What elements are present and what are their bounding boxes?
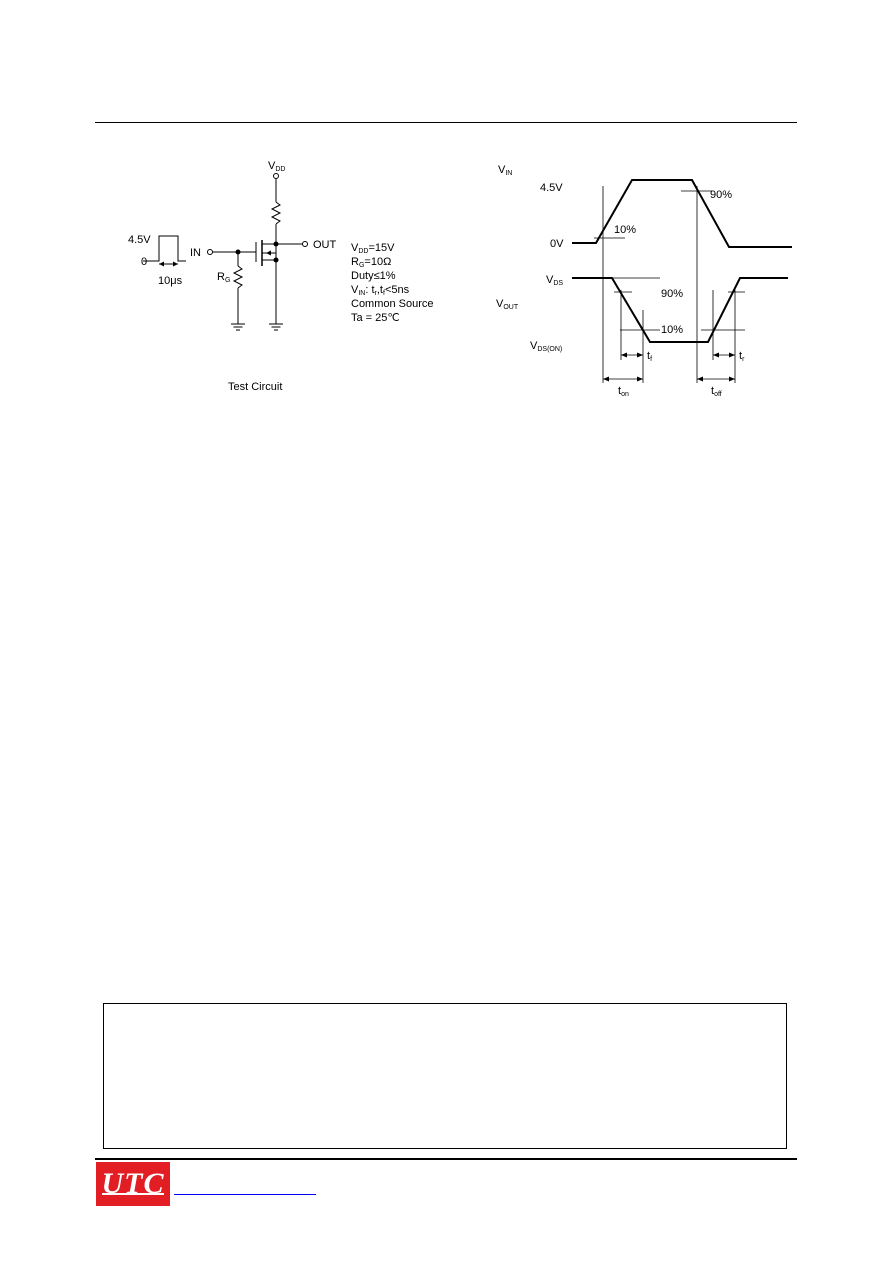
footer-rule	[95, 1158, 797, 1160]
tr-label: tr	[739, 350, 745, 363]
condition-ta: Ta = 25℃	[351, 312, 400, 324]
condition-duty: Duty≤1%	[351, 270, 396, 282]
condition-vin: VIN: tr,tf<5ns	[351, 284, 410, 297]
drain-resistor	[270, 201, 282, 225]
level-low-label: 0V	[550, 238, 564, 250]
in-terminal	[207, 249, 213, 255]
vdd-terminal	[273, 173, 279, 179]
in-label: IN	[190, 247, 201, 259]
rg-label: RG	[217, 271, 230, 284]
level-high-label: 4.5V	[540, 182, 563, 194]
vout-90pct-label: 90%	[661, 288, 683, 300]
condition-vdd: VDD=15V	[351, 242, 395, 255]
test-circuit-schematic: VDD IN OUT RG 4.5V 0 10μs VDD=15V RG=10Ω…	[128, 160, 434, 393]
gate-resistor	[232, 265, 244, 289]
pulse-high-label: 4.5V	[128, 234, 151, 246]
out-terminal	[302, 241, 308, 247]
vin-waveform	[572, 179, 792, 248]
test-circuit-caption: Test Circuit	[228, 381, 282, 393]
vout-axis-label: VOUT	[496, 298, 519, 311]
condition-source: Common Source	[351, 298, 434, 310]
vout-10pct-label: 10%	[661, 324, 683, 336]
website-link[interactable]	[174, 1194, 316, 1195]
ground-symbol-left	[231, 323, 245, 331]
vdson-label: VDS(ON)	[530, 340, 562, 353]
disclaimer-box	[103, 1003, 787, 1149]
vds-label: VDS	[546, 274, 563, 287]
tf-label: tf	[647, 350, 652, 363]
out-label: OUT	[313, 239, 337, 251]
toff-label: toff	[711, 385, 722, 398]
vin-90pct-label: 90%	[710, 189, 732, 201]
pulse-low-label: 0	[141, 256, 147, 268]
ton-label: ton	[618, 385, 629, 398]
test-conditions: VDD=15V RG=10Ω Duty≤1% VIN: tr,tf<5ns Co…	[351, 242, 434, 324]
input-pulse	[143, 235, 186, 262]
condition-rg: RG=10Ω	[351, 256, 391, 269]
header-rule	[95, 122, 797, 123]
vdd-node-label: VDD	[268, 160, 285, 173]
utc-logo: UTC	[96, 1162, 170, 1206]
pulse-width-label: 10μs	[158, 275, 183, 287]
vin-axis-label: VIN	[498, 164, 512, 177]
switching-waveform: VIN 4.5V 0V 10% 90% VDS VOUT 90% 10% VDS…	[496, 164, 792, 398]
utc-logo-underline	[102, 1193, 164, 1195]
vin-10pct-label: 10%	[614, 224, 636, 236]
ground-symbol-right	[269, 323, 283, 331]
